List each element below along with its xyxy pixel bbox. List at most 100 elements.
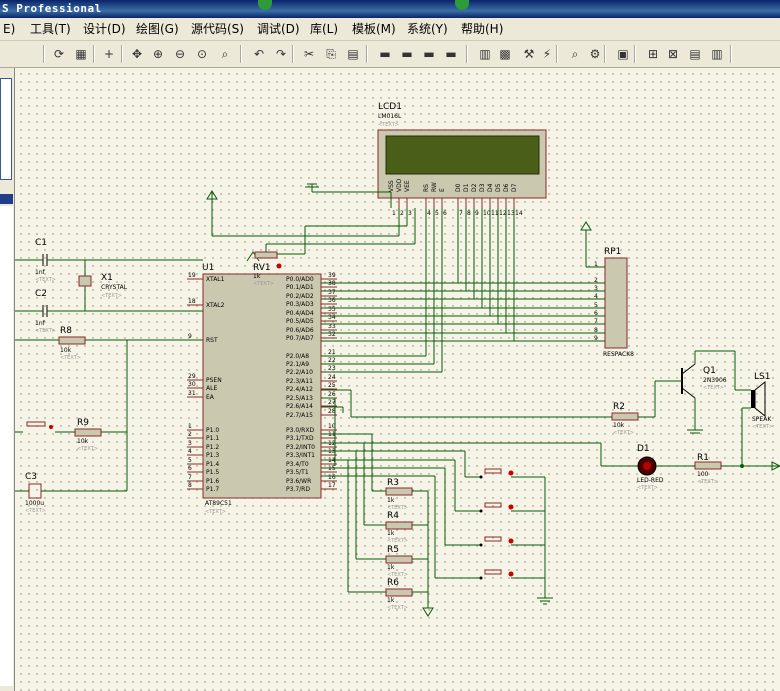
u1-pin-number: 34 — [328, 314, 336, 321]
wire-autorouter-icon[interactable]: ⚡ — [542, 47, 552, 61]
overview-window[interactable] — [0, 78, 12, 180]
decompose-icon[interactable]: ⚒ — [523, 47, 535, 61]
lcd1-pin-number: 10 — [483, 210, 491, 217]
r9-ref: R9 — [77, 418, 89, 428]
u1-pin-number: 5 — [188, 457, 192, 464]
menu-template[interactable]: 模板(M) — [352, 22, 396, 36]
menu-source[interactable]: 源代码(S) — [191, 22, 244, 36]
window-title: S Professional — [2, 2, 102, 15]
c3-text: <TEXT> — [25, 508, 46, 514]
u1-pin-number: 30 — [188, 381, 196, 388]
r6[interactable]: R6 1k <TEXT> — [385, 578, 413, 611]
toolbar-separator — [366, 45, 368, 63]
cut-icon[interactable]: ✂ — [303, 47, 315, 61]
c2-ref: C2 — [35, 289, 47, 299]
menu-help[interactable]: 帮助(H) — [461, 22, 504, 36]
make-device-icon[interactable]: ▩ — [499, 47, 511, 61]
menu-library[interactable]: 库(L) — [310, 22, 339, 36]
r2-value: 10k — [613, 422, 625, 429]
r4-ref: R4 — [387, 511, 399, 521]
search-icon[interactable]: ⌕ — [571, 47, 579, 61]
pan-icon[interactable]: ✥ — [131, 47, 143, 61]
reset-button[interactable] — [26, 421, 46, 427]
rp1-pin-number: 6 — [594, 310, 598, 317]
button-3[interactable] — [479, 536, 514, 547]
lcd1-pin-number: 9 — [475, 210, 479, 217]
u1-text: <TEXT> — [205, 509, 226, 515]
grid-icon[interactable]: ▦ — [75, 47, 87, 61]
c2-value: 1nf — [35, 320, 46, 327]
rp1-part: RESPACK8 — [603, 351, 634, 358]
toolbar-separator — [730, 45, 732, 63]
r9[interactable]: R9 10k <TEXT> — [74, 418, 102, 452]
u1-pin-label: PSEN — [206, 377, 222, 384]
block-rotate-icon[interactable]: ▬ — [423, 47, 435, 61]
r5[interactable]: R5 1k <TEXT> — [385, 545, 413, 578]
u1-pin-label: P3.6/WR — [286, 478, 311, 485]
new-sheet-icon[interactable]: ⊞ — [647, 47, 659, 61]
design-explorer-icon[interactable]: ▣ — [617, 47, 629, 61]
d1[interactable]: D1 LED-RED <TEXT> — [637, 444, 664, 491]
button-4[interactable] — [479, 569, 514, 580]
lcd1[interactable]: LCD1 LM016L <TEXT> VSS1VDD2VEE3RS4RW5E6D… — [377, 102, 547, 217]
remove-sheet-icon[interactable]: ⊠ — [667, 47, 679, 61]
button-2[interactable] — [479, 502, 514, 513]
r4-value: 1k — [387, 530, 395, 537]
menu-graph[interactable]: 绘图(G) — [136, 22, 179, 36]
zoom-out-icon[interactable]: ⊖ — [174, 47, 186, 61]
menu-edit[interactable]: E) — [3, 22, 16, 36]
zoom-all-icon[interactable]: ⊙ — [196, 47, 208, 61]
menu-system[interactable]: 系统(Y) — [407, 22, 448, 36]
bom-icon[interactable]: ▥ — [711, 47, 723, 61]
zoom-in-icon[interactable]: ⊕ — [152, 47, 164, 61]
u1-pin-label: P1.7 — [206, 486, 219, 493]
u1-pin-label: RST — [206, 337, 218, 344]
rp1-pin-number: 3 — [594, 285, 598, 292]
schematic: LCD1 LM016L <TEXT> VSS1VDD2VEE3RS4RW5E6D… — [15, 102, 780, 617]
button-1[interactable] — [479, 468, 514, 479]
r1[interactable]: R1 100 <TEXT> — [694, 453, 722, 485]
block-copy-icon[interactable]: ▬ — [379, 47, 391, 61]
x1[interactable]: X1 CRYSTAL <TEXT> — [78, 273, 128, 299]
refresh-icon[interactable]: ⟳ — [53, 47, 65, 61]
block-delete-icon[interactable]: ▬ — [445, 47, 457, 61]
menu-debug[interactable]: 调试(D) — [257, 22, 300, 36]
lcd1-ref: LCD1 — [378, 102, 402, 112]
toolbar-separator — [556, 45, 558, 63]
zoom-area-icon[interactable]: ⌕ — [221, 47, 229, 61]
u1-pin-number: 32 — [328, 331, 336, 338]
property-assign-icon[interactable]: ⚙ — [589, 47, 601, 61]
netlist-icon[interactable]: ▤ — [689, 47, 701, 61]
u1-pin-label: P3.3/INT1 — [286, 452, 315, 459]
undo-icon[interactable]: ↶ — [253, 47, 265, 61]
r3[interactable]: R3 1k <TEXT> — [385, 478, 413, 511]
origin-icon[interactable]: + — [103, 47, 115, 61]
menu-tools[interactable]: 工具(T) — [30, 22, 71, 36]
d1-text: <TEXT> — [637, 485, 658, 491]
redo-icon[interactable]: ↷ — [275, 47, 287, 61]
r6-text: <TEXT> — [387, 605, 408, 611]
menu-design[interactable]: 设计(D) — [83, 22, 126, 36]
copy-icon[interactable]: ⎘ — [326, 47, 336, 61]
lcd1-pin-label: VEE — [404, 180, 411, 192]
rv1[interactable]: RV1 1k <TEXT> — [246, 251, 282, 287]
r8[interactable]: R8 10k <TEXT> — [58, 326, 86, 361]
u1-pin-label: P0.5/AD5 — [286, 318, 314, 325]
block-move-icon[interactable]: ▬ — [401, 47, 413, 61]
u1[interactable]: U1 AT89C51 <TEXT> 19XTAL118XTAL29RST29PS… — [187, 263, 337, 515]
pick-device-icon[interactable]: ▥ — [479, 47, 491, 61]
device-list[interactable] — [0, 206, 13, 686]
toolbar-separator — [292, 45, 294, 63]
c3[interactable]: C3 1000u <TEXT> — [25, 472, 46, 514]
rv1-text: <TEXT> — [253, 281, 274, 287]
x1-text: <TEXT> — [101, 293, 122, 299]
lcd1-pin-label: D3 — [479, 183, 486, 192]
r2[interactable]: R2 10k <TEXT> — [611, 402, 639, 436]
paste-icon[interactable]: ▤ — [347, 47, 359, 61]
q1[interactable]: Q1 2N3906 <TEXT> — [681, 363, 727, 399]
ls1[interactable]: LS1 SPEAK <TEXT> — [751, 372, 773, 430]
lcd1-pin-label: RS — [423, 184, 430, 192]
r4[interactable]: R4 1k <TEXT> — [385, 511, 413, 544]
